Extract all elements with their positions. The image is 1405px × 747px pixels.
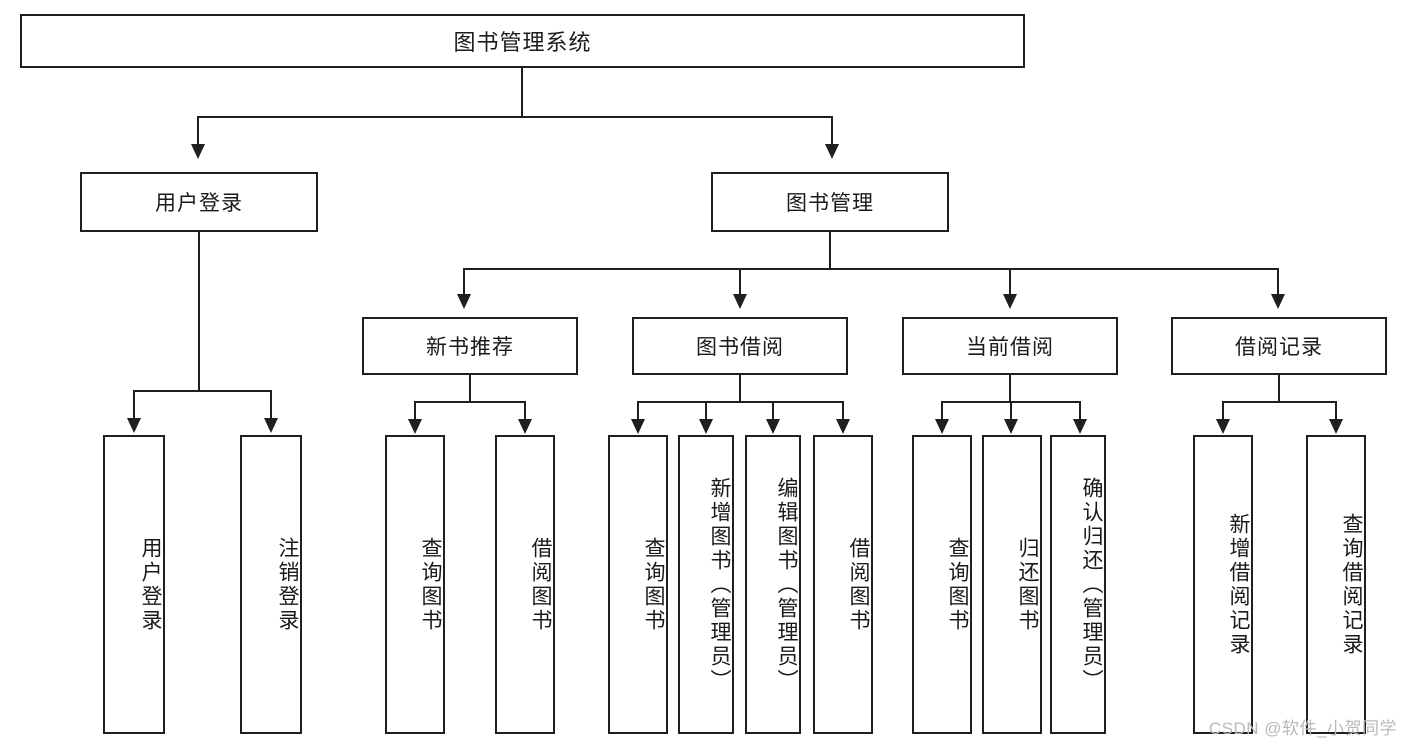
leaf-bb-edit-book-admin[interactable]: 编辑图书（管理员）: [745, 435, 801, 734]
edge-user-login-to-leaf-0: [133, 390, 135, 422]
arrowhead-new-book-recommend: [457, 294, 471, 309]
edge-root-to-book-manage: [831, 116, 833, 150]
leaf-cb-return-book[interactable]: 归还图书: [982, 435, 1042, 734]
node-user-login[interactable]: 用户登录: [80, 172, 318, 232]
leaf-br-query-record[interactable]: 查询借阅记录: [1306, 435, 1366, 734]
edge-book-manage-stem: [829, 232, 831, 270]
arrowhead-bb-leaf-2: [766, 419, 780, 434]
edge-cb-to-leaf-0: [941, 401, 943, 423]
edge-bb-to-leaf-0: [637, 401, 639, 423]
leaf-user-login[interactable]: 用户登录: [103, 435, 165, 734]
leaf-br-add-record[interactable]: 新增借阅记录: [1193, 435, 1253, 734]
edge-user-login-stem: [198, 232, 200, 392]
arrowhead-user-login: [191, 144, 205, 159]
edge-root-stem: [521, 68, 523, 116]
edge-cb-to-leaf-2: [1079, 401, 1081, 423]
node-book-manage[interactable]: 图书管理: [711, 172, 949, 232]
arrowhead-br-leaf-1: [1329, 419, 1343, 434]
edge-bb-bus: [637, 401, 844, 403]
edge-bb-to-leaf-1: [705, 401, 707, 423]
arrowhead-leaf-user-login: [127, 418, 141, 433]
arrowhead-book-manage: [825, 144, 839, 159]
edge-book-manage-bus: [463, 268, 1279, 270]
arrowhead-bb-leaf-3: [836, 419, 850, 434]
edge-bb-stem: [739, 375, 741, 403]
node-new-book-recommend[interactable]: 新书推荐: [362, 317, 578, 375]
edge-bm-to-book-borrow: [739, 268, 741, 298]
edge-nbr-bus: [414, 401, 526, 403]
edge-br-to-leaf-1: [1335, 401, 1337, 423]
arrowhead-borrow-record: [1271, 294, 1285, 309]
leaf-nbr-query-book[interactable]: 查询图书: [385, 435, 445, 734]
edge-user-login-to-leaf-1: [270, 390, 272, 422]
watermark-text: CSDN @软件_小贺同学: [1208, 719, 1397, 738]
arrowhead-nbr-leaf-0: [408, 419, 422, 434]
edge-bm-to-current-borrow: [1009, 268, 1011, 298]
node-current-borrow[interactable]: 当前借阅: [902, 317, 1118, 375]
edge-nbr-to-leaf-1: [524, 401, 526, 423]
edge-nbr-stem: [469, 375, 471, 403]
arrowhead-book-borrow: [733, 294, 747, 309]
leaf-nbr-borrow-book[interactable]: 借阅图书: [495, 435, 555, 734]
edge-bm-to-new-book: [463, 268, 465, 298]
node-root-system[interactable]: 图书管理系统: [20, 14, 1025, 68]
arrowhead-br-leaf-0: [1216, 419, 1230, 434]
edge-cb-stem: [1009, 375, 1011, 403]
arrowhead-cb-leaf-1: [1004, 419, 1018, 434]
arrowhead-bb-leaf-1: [699, 419, 713, 434]
arrowhead-cb-leaf-2: [1073, 419, 1087, 434]
leaf-bb-borrow-book[interactable]: 借阅图书: [813, 435, 873, 734]
edge-cb-to-leaf-1: [1010, 401, 1012, 423]
arrowhead-leaf-logout: [264, 418, 278, 433]
leaf-bb-query-book[interactable]: 查询图书: [608, 435, 668, 734]
edge-bm-to-borrow-record: [1277, 268, 1279, 298]
arrowhead-cb-leaf-0: [935, 419, 949, 434]
node-book-borrow[interactable]: 图书借阅: [632, 317, 848, 375]
edge-root-to-user-login: [197, 116, 199, 150]
edge-nbr-to-leaf-0: [414, 401, 416, 423]
leaf-cb-confirm-return-admin[interactable]: 确认归还（管理员）: [1050, 435, 1106, 734]
arrowhead-current-borrow: [1003, 294, 1017, 309]
leaf-cb-query-book[interactable]: 查询图书: [912, 435, 972, 734]
edge-br-to-leaf-0: [1222, 401, 1224, 423]
leaf-logout[interactable]: 注销登录: [240, 435, 302, 734]
edge-bb-to-leaf-2: [772, 401, 774, 423]
arrowhead-bb-leaf-0: [631, 419, 645, 434]
edge-br-stem: [1278, 375, 1280, 403]
leaf-bb-add-book-admin[interactable]: 新增图书（管理员）: [678, 435, 734, 734]
edge-user-login-bus: [133, 390, 272, 392]
node-borrow-record[interactable]: 借阅记录: [1171, 317, 1387, 375]
arrowhead-nbr-leaf-1: [518, 419, 532, 434]
edge-br-bus: [1222, 401, 1337, 403]
edge-root-bus: [197, 116, 833, 118]
edge-bb-to-leaf-3: [842, 401, 844, 423]
